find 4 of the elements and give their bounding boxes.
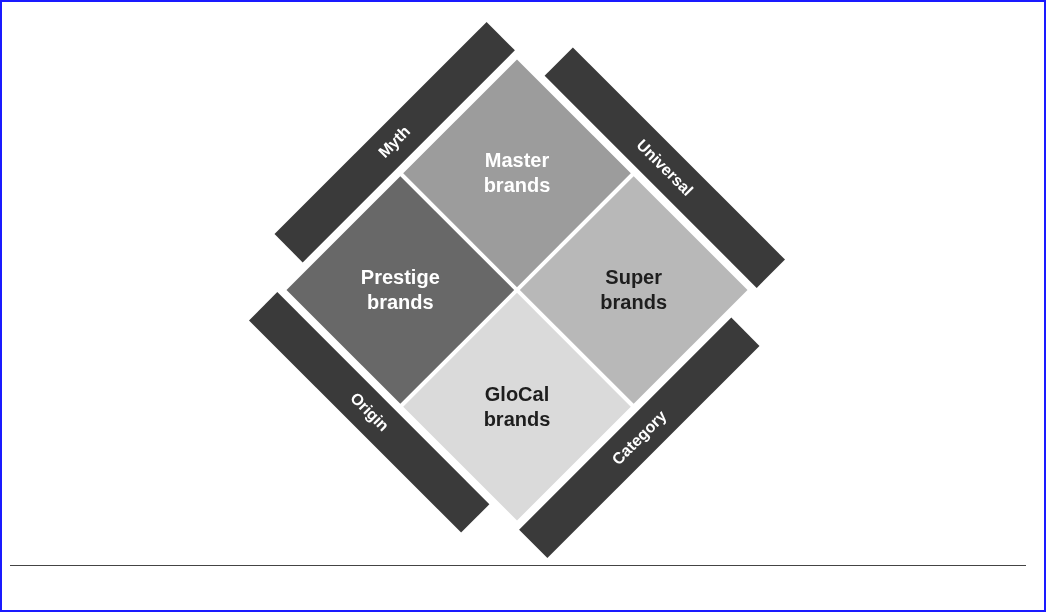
cell-label: Master brands <box>482 148 552 199</box>
cell-label: Super brands <box>599 265 669 315</box>
cell-label: GloCal brands <box>482 381 552 432</box>
cell-label: Prestige brands <box>359 265 441 315</box>
